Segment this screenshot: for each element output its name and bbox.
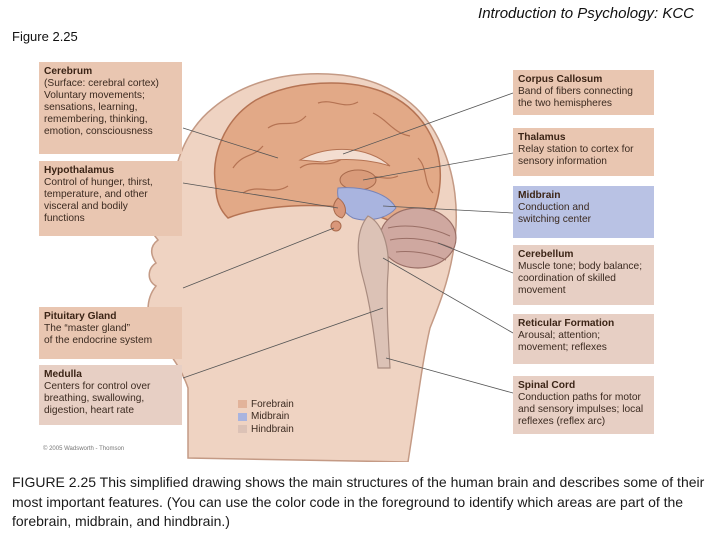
- label-description: Arousal; attention; movement; reflexes: [518, 330, 607, 353]
- label-description: (Surface: cerebral cortex) Voluntary mov…: [44, 78, 159, 137]
- legend-label: Hindbrain: [251, 423, 294, 435]
- figure-label: Figure 2.25: [12, 29, 78, 44]
- label-description: Relay station to cortex for sensory info…: [518, 144, 634, 167]
- caption-text: This simplified drawing shows the main s…: [12, 474, 705, 529]
- legend-item-forebrain: Forebrain: [238, 398, 294, 411]
- legend-swatch: [238, 412, 247, 421]
- label-title: Cerebrum: [44, 66, 93, 77]
- pointer-lines: [182, 92, 514, 394]
- legend-item-midbrain: Midbrain: [238, 411, 294, 424]
- label-cerebellum: Cerebellum Muscle tone; body balance; co…: [513, 245, 654, 305]
- legend-item-hindbrain: Hindbrain: [238, 423, 294, 436]
- label-cerebrum: Cerebrum (Surface: cerebral cortex) Volu…: [39, 62, 182, 154]
- label-hypothalamus: Hypothalamus Control of hunger, thirst, …: [39, 161, 182, 236]
- label-description: Conduction paths for motor and sensory i…: [518, 392, 644, 427]
- label-reticular-formation: Reticular Formation Arousal; attention; …: [513, 314, 654, 364]
- label-description: Muscle tone; body balance; coordination …: [518, 261, 643, 296]
- label-title: Midbrain: [518, 190, 561, 201]
- label-spinal-cord: Spinal Cord Conduction paths for motor a…: [513, 376, 654, 434]
- label-title: Spinal Cord: [518, 380, 576, 391]
- legend-label: Midbrain: [251, 411, 290, 423]
- label-pituitary-gland: Pituitary Gland The “master gland” of th…: [39, 307, 182, 359]
- brain-figure: Cerebrum (Surface: cerebral cortex) Volu…: [38, 58, 655, 462]
- brainstem-shape: [357, 215, 391, 369]
- label-title: Medulla: [44, 369, 82, 380]
- legend-swatch: [238, 400, 247, 409]
- pituitary-shape: [330, 220, 342, 232]
- slide-header-title: Introduction to Psychology: KCC: [478, 5, 694, 22]
- corpus-callosum-shape: [298, 148, 391, 167]
- label-corpus-callosum: Corpus Callosum Band of fibers connectin…: [513, 70, 654, 115]
- label-title: Cerebellum: [518, 249, 574, 260]
- figure-caption: FIGURE 2.25 This simplified drawing show…: [12, 473, 712, 532]
- label-title: Hypothalamus: [44, 165, 115, 176]
- copyright-note: © 2005 Wadsworth - Thomson: [43, 446, 125, 452]
- label-description: Band of fibers connecting the two hemisp…: [518, 86, 633, 109]
- caption-number: FIGURE 2.25: [12, 474, 97, 490]
- label-description: The “master gland” of the endocrine syst…: [44, 323, 153, 346]
- label-title: Reticular Formation: [518, 318, 615, 329]
- label-description: Conduction and switching center: [518, 202, 592, 225]
- color-legend: Forebrain Midbrain Hindbrain: [238, 398, 294, 436]
- cerebrum-gyri: [232, 101, 434, 194]
- label-thalamus: Thalamus Relay station to cortex for sen…: [513, 128, 654, 176]
- thalamus-shape: [339, 169, 377, 191]
- label-medulla: Medulla Centers for control over breathi…: [39, 365, 182, 425]
- label-title: Thalamus: [518, 132, 566, 143]
- legend-swatch: [238, 425, 247, 434]
- brain-illustration: [146, 73, 514, 462]
- label-description: Control of hunger, thirst, temperature, …: [44, 177, 153, 224]
- label-title: Pituitary Gland: [44, 311, 117, 322]
- label-title: Corpus Callosum: [518, 74, 603, 85]
- cerebellum-folia: [387, 225, 453, 261]
- label-description: Centers for control over breathing, swal…: [44, 381, 151, 416]
- hypothalamus-shape: [333, 197, 346, 219]
- label-midbrain: Midbrain Conduction and switching center: [513, 186, 654, 238]
- legend-label: Forebrain: [251, 398, 294, 410]
